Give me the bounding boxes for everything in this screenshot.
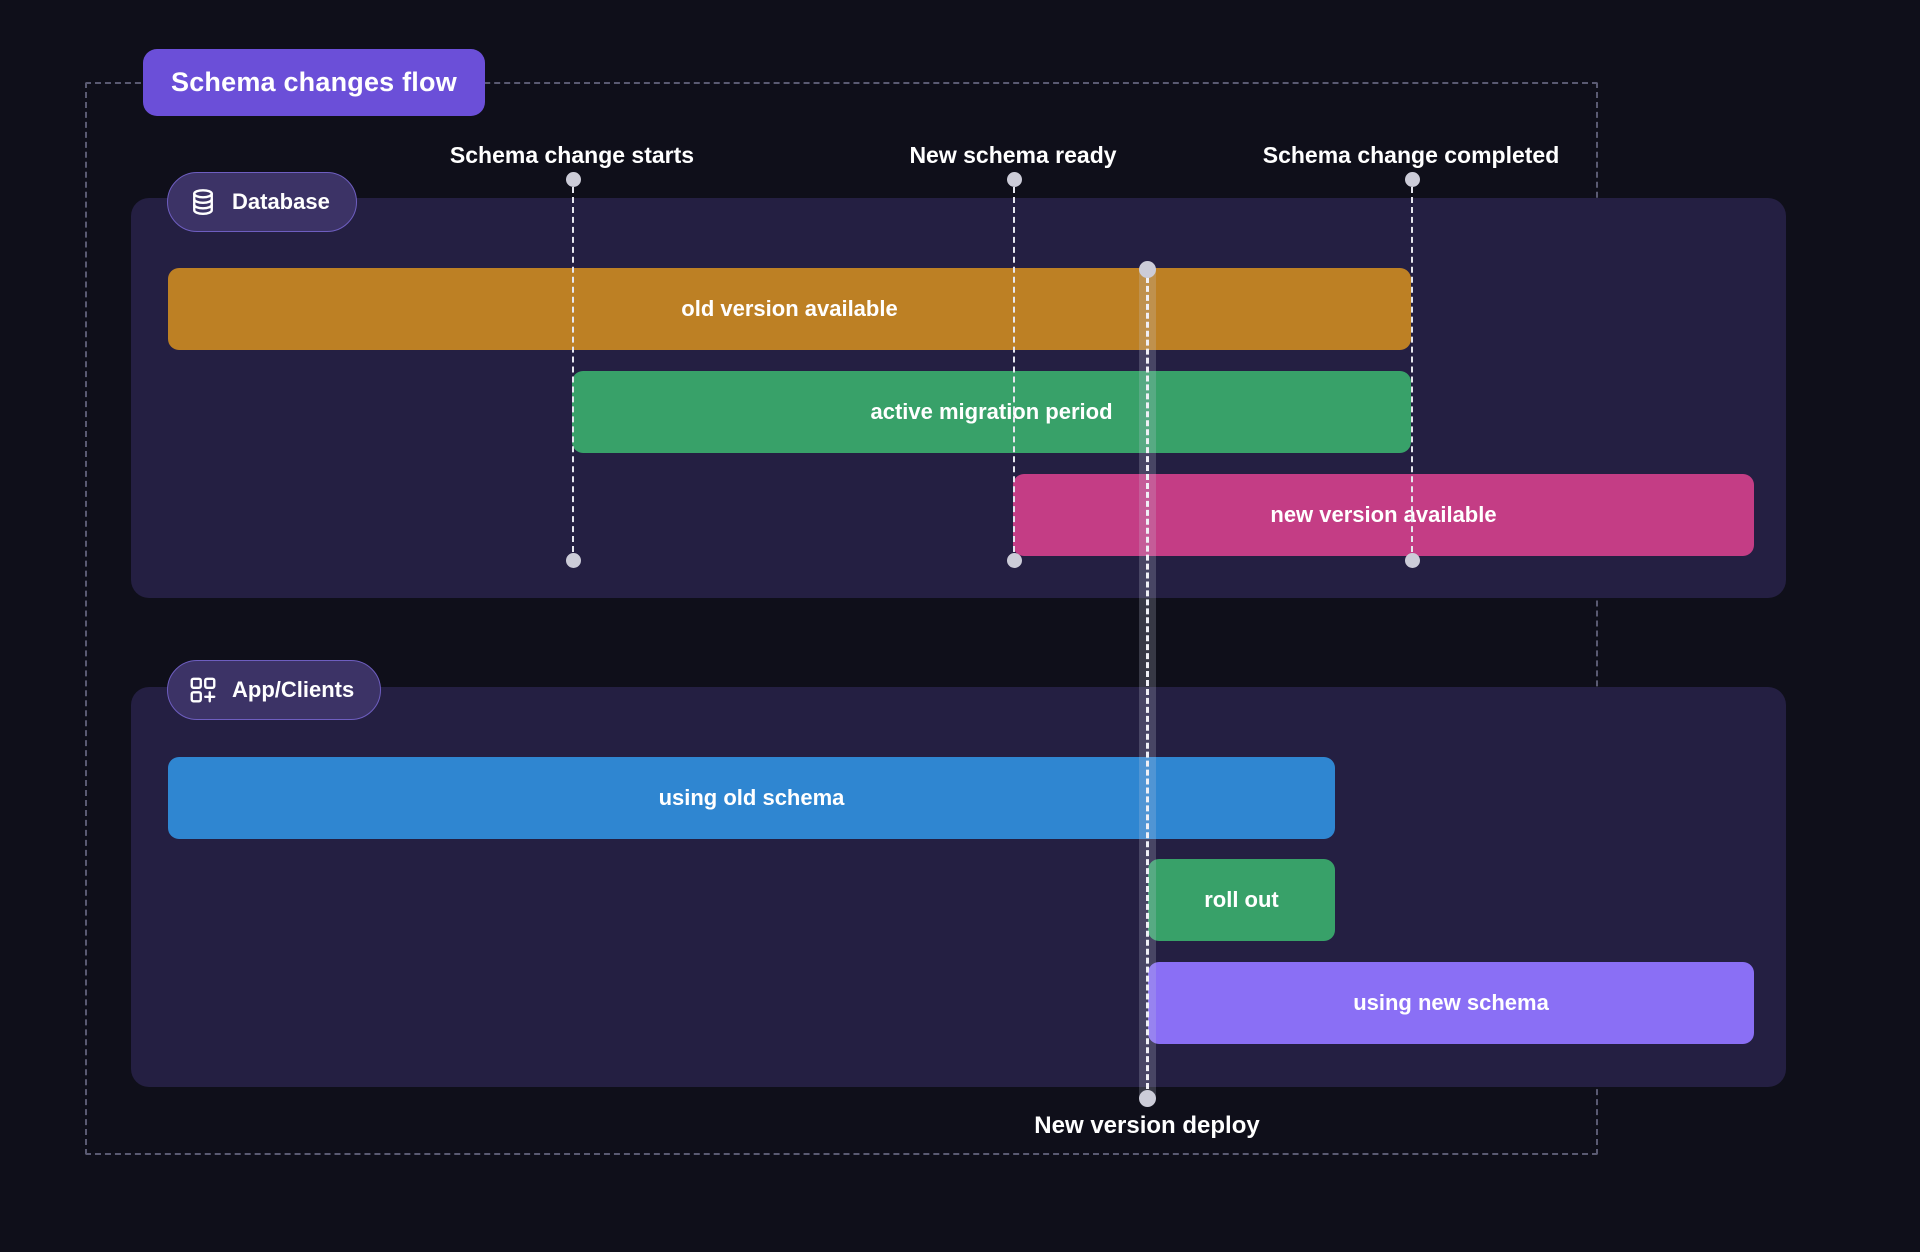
bar-roll-out[interactable]: roll out <box>1148 859 1335 941</box>
app-grid-plus-icon <box>188 675 218 705</box>
bar-label: active migration period <box>870 399 1113 424</box>
deploy-line <box>1146 268 1149 1098</box>
milestone-dot-top <box>565 172 581 187</box>
bar-using-old-schema[interactable]: using old schema <box>168 757 1335 839</box>
bar-label: old version available <box>681 296 898 321</box>
milestone-label-schema-change-completed: Schema change completed <box>1262 142 1560 168</box>
milestone-line <box>572 187 574 562</box>
page-title: Schema changes flow <box>171 67 457 97</box>
milestone-label-new-schema-ready: New schema ready <box>909 142 1117 168</box>
bar-label: new version available <box>1270 502 1497 527</box>
bar-label: using old schema <box>658 785 845 810</box>
lane-badge-label-app: App/Clients <box>232 677 355 702</box>
bar-old-version-available[interactable]: old version available <box>168 268 1411 350</box>
bar-label: roll out <box>1204 887 1279 912</box>
deploy-dot-top <box>1139 261 1156 278</box>
milestone-dot-bottom <box>1404 553 1420 568</box>
diagram-title-pill: Schema changes flow <box>143 49 485 116</box>
milestone-label-new-version-deploy: New version deploy <box>1034 1112 1260 1139</box>
lane-badge-app[interactable]: App/Clients <box>167 660 382 720</box>
lane-badge-label-database: Database <box>232 189 330 214</box>
deploy-dot-bottom <box>1139 1090 1156 1107</box>
milestone-dot-bottom <box>1006 553 1022 568</box>
bar-label: using new schema <box>1353 990 1549 1015</box>
milestone-dot-top <box>1006 172 1022 187</box>
bar-active-migration-period[interactable]: active migration period <box>572 371 1411 453</box>
bar-new-version-available[interactable]: new version available <box>1013 474 1754 556</box>
lane-badge-database[interactable]: Database <box>167 172 357 232</box>
database-icon <box>188 187 218 217</box>
milestone-label-schema-change-starts: Schema change starts <box>449 142 695 168</box>
milestone-dot-top <box>1404 172 1420 187</box>
bar-using-new-schema[interactable]: using new schema <box>1148 962 1754 1044</box>
milestone-line <box>1013 187 1015 562</box>
milestone-dot-bottom <box>565 553 581 568</box>
outer-dashed-frame <box>85 82 1598 1155</box>
milestone-line <box>1411 187 1413 562</box>
